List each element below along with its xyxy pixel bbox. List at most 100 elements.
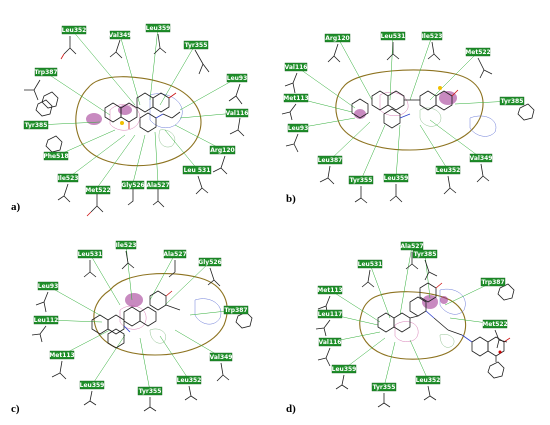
- residue-label: Arg120: [209, 145, 236, 155]
- panel-a: Leu352 Val349 Leu359 Tyr355 Trp387 Leu93…: [23, 23, 249, 217]
- residue-label: Ala527: [163, 249, 187, 259]
- svg-text:Ala527: Ala527: [146, 182, 169, 189]
- residue-label: Leu531: [78, 249, 103, 259]
- svg-text:Ala527: Ala527: [163, 251, 186, 258]
- residue-label: Leu 531: [182, 165, 212, 175]
- svg-text:Val116: Val116: [226, 110, 249, 117]
- svg-text:Arg120: Arg120: [210, 147, 234, 154]
- residue-label: Leu112: [34, 315, 59, 325]
- residue-label: Ile523: [58, 173, 79, 183]
- residue-label: Tyr355: [371, 382, 397, 392]
- residue-label: Gly526: [198, 257, 222, 267]
- residue-label: Ile523: [422, 31, 443, 41]
- residue-label: Tyr355: [137, 386, 163, 396]
- svg-text:Leu93: Leu93: [288, 125, 309, 132]
- svg-text:Ile523: Ile523: [58, 175, 79, 182]
- svg-text:Leu359: Leu359: [80, 382, 105, 389]
- residue-label: Tyr385: [412, 249, 438, 259]
- residue-label: Met522: [85, 185, 111, 195]
- residue-label: Tyr355: [183, 40, 209, 50]
- svg-text:Leu93: Leu93: [38, 283, 59, 290]
- residue-label: Arg120: [324, 33, 351, 43]
- svg-text:Leu117: Leu117: [318, 311, 343, 318]
- svg-text:Trp387: Trp387: [34, 69, 57, 76]
- residue-label: Trp387: [34, 67, 58, 77]
- panel-letter-d: d): [286, 403, 296, 415]
- residue-label: Trp387: [480, 277, 506, 287]
- residue-label: Gly526: [121, 180, 145, 190]
- svg-text:Tyr355: Tyr355: [185, 42, 208, 49]
- residue-label: Met113: [317, 285, 343, 295]
- svg-text:Leu 531: Leu 531: [184, 167, 211, 174]
- panel-letter-a: a): [11, 201, 21, 213]
- svg-text:Ile523: Ile523: [116, 242, 137, 249]
- svg-text:Leu531: Leu531: [358, 261, 383, 268]
- svg-text:Leu359: Leu359: [384, 175, 409, 182]
- residue-label: Val349: [109, 30, 132, 40]
- svg-text:Leu93: Leu93: [227, 75, 248, 82]
- residue-label: Tyr355: [348, 175, 374, 185]
- residue-label: Leu352: [436, 165, 461, 175]
- residue-label: Tyr385: [499, 96, 525, 106]
- residue-label: Met113: [49, 350, 75, 360]
- residue-label: Leu93: [288, 123, 309, 133]
- residue-label: Leu93: [38, 281, 59, 291]
- residue-label: Leu359: [146, 23, 171, 33]
- residue-label: Leu531: [358, 259, 383, 269]
- svg-text:Tyr385: Tyr385: [25, 122, 48, 129]
- residue-label: Leu352: [62, 25, 86, 35]
- svg-text:Trp387: Trp387: [481, 279, 504, 286]
- residue-label: Ala527: [146, 180, 170, 190]
- svg-text:Val349: Val349: [210, 354, 233, 361]
- panel-b: Arg120 Leu531 Ile523 Met522 Val116 Met11…: [281, 31, 535, 204]
- svg-text:Ile523: Ile523: [422, 33, 443, 40]
- svg-text:Leu387: Leu387: [318, 157, 343, 164]
- svg-text:Leu359: Leu359: [146, 25, 171, 32]
- residue-label: Leu93: [227, 73, 248, 83]
- svg-text:Val116: Val116: [319, 339, 342, 346]
- svg-text:Leu359: Leu359: [332, 366, 357, 373]
- svg-text:Met113: Met113: [283, 95, 308, 102]
- svg-text:Leu352: Leu352: [416, 377, 441, 384]
- panel-letter-c: c): [11, 403, 20, 415]
- residue-label: Trp387: [223, 305, 249, 315]
- svg-text:Tyr355: Tyr355: [373, 384, 396, 391]
- residue-label: Met522: [482, 319, 508, 329]
- residue-label: Phe518: [43, 151, 69, 161]
- residue-label: Leu531: [381, 31, 405, 41]
- svg-text:Leu531: Leu531: [78, 251, 103, 258]
- svg-text:Trp387: Trp387: [224, 307, 247, 314]
- residue-label: Tyr385: [23, 120, 49, 130]
- residue-label: Val116: [319, 337, 342, 347]
- svg-text:Met522: Met522: [465, 49, 490, 56]
- residue-label: Val116: [285, 62, 308, 72]
- svg-text:Met113: Met113: [49, 352, 74, 359]
- panel-c: Leu531 Ile523 Ala527 Gly526 Leu93 Leu112…: [31, 240, 253, 412]
- svg-text:Val349: Val349: [470, 155, 493, 162]
- svg-text:Gly526: Gly526: [121, 182, 144, 189]
- svg-text:Ala527: Ala527: [400, 243, 423, 250]
- residue-label: Met522: [465, 47, 491, 57]
- svg-text:Met522: Met522: [85, 187, 110, 194]
- svg-text:Leu112: Leu112: [34, 317, 59, 324]
- residue-label: Val116: [226, 108, 249, 118]
- residue-label: Leu352: [416, 375, 441, 385]
- residue-label: Val349: [470, 153, 493, 163]
- residue-label: Leu387: [318, 155, 343, 165]
- svg-text:Met113: Met113: [317, 287, 342, 294]
- svg-text:Val349: Val349: [109, 32, 132, 39]
- svg-text:Leu352: Leu352: [177, 377, 202, 384]
- residue-label: Met113: [283, 93, 309, 103]
- svg-text:Tyr385: Tyr385: [501, 98, 524, 105]
- svg-text:Arg120: Arg120: [325, 35, 349, 42]
- residue-label: Leu117: [318, 309, 343, 319]
- residue-label: Leu359: [80, 380, 105, 390]
- svg-text:Gly526: Gly526: [198, 259, 221, 266]
- residue-label: Val349: [210, 352, 233, 362]
- residue-label: Ile523: [116, 240, 137, 250]
- svg-text:Tyr355: Tyr355: [139, 388, 162, 395]
- svg-text:Leu352: Leu352: [436, 167, 461, 174]
- panel-d: Ala527 Leu531 Tyr385 Trp387 Met113 Leu11…: [315, 241, 515, 408]
- svg-text:Val116: Val116: [285, 64, 308, 71]
